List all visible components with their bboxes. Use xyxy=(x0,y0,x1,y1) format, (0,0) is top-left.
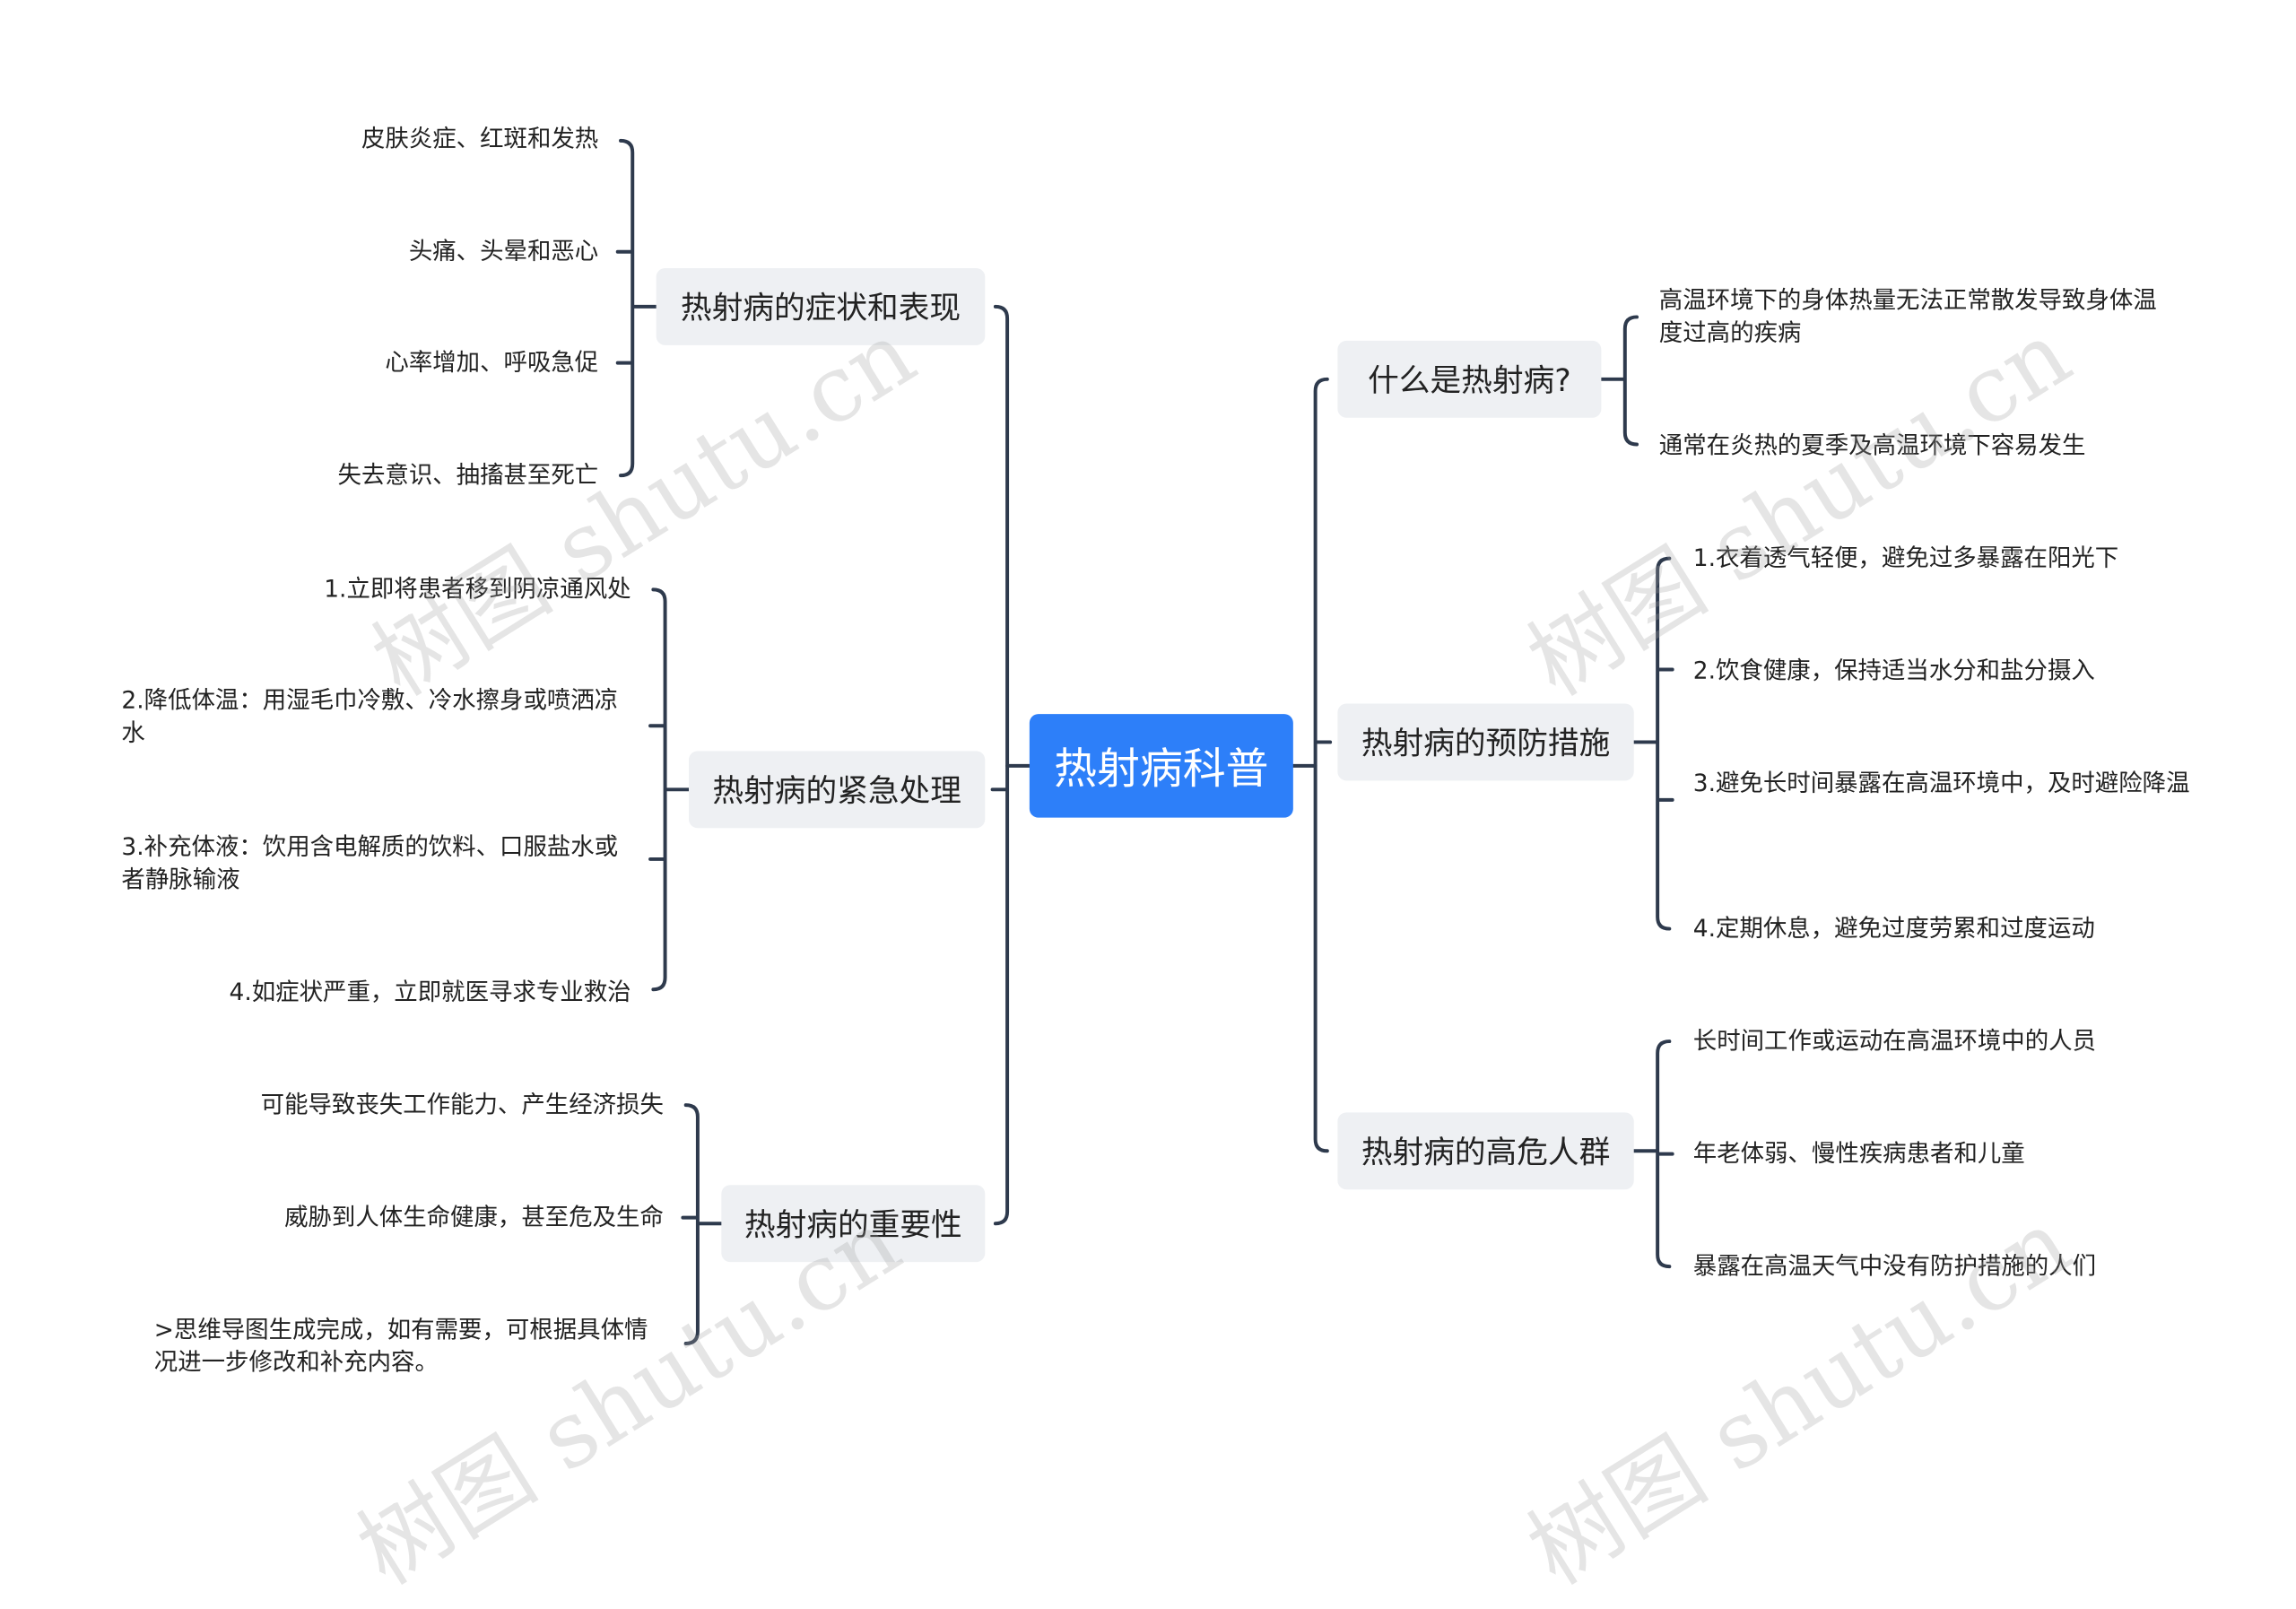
trunk-right xyxy=(1313,377,1333,1153)
leaf-symptom-3: 心率增加、呼吸急促 xyxy=(385,348,599,377)
branch-emergency[interactable]: 热射病的紧急处理 xyxy=(688,751,986,829)
leaf-highrisk-3: 暴露在高温天气中没有防护措施的人们 xyxy=(1692,1251,2097,1280)
bracket-symptoms xyxy=(615,138,635,478)
branch-symptoms[interactable]: 热射病的症状和表现 xyxy=(656,267,986,345)
branch-prevention[interactable]: 热射病的预防措施 xyxy=(1337,703,1634,781)
leaf-emergency-1: 1.立即将患者移到阴凉通风处 xyxy=(324,574,631,604)
leaf-highrisk-2: 年老体弱、慢性疾病患者和儿童 xyxy=(1692,1139,2025,1168)
bracket-emergency xyxy=(648,587,667,992)
leaf-whatis-2: 通常在炎热的夏季及高温环境下容易发生 xyxy=(1658,431,2086,459)
trunk-left xyxy=(990,304,1010,1226)
mind-map: 热射病科普 热射病的症状和表现 热射病的紧急处理 热射病的重要性 什么是热射病?… xyxy=(121,124,2190,1605)
leaf-importance-3: >思维导图生成完成，如有需要，可根据具体情况进一步修改和补充内容。 xyxy=(153,1315,648,1377)
leaf-emergency-2: 2.降低体温：用湿毛巾冷敷、冷水擦身或喷洒凉水 xyxy=(121,685,619,747)
leaf-prevention-2: 2.饮食健康，保持适当水分和盐分摄入 xyxy=(1692,656,2095,685)
bracket-highrisk xyxy=(1656,1039,1674,1269)
bracket-whatis xyxy=(1622,315,1639,447)
leaf-symptom-4: 失去意识、抽搐甚至死亡 xyxy=(337,460,599,490)
root-node[interactable]: 热射病科普 xyxy=(1029,714,1293,818)
connector-lines xyxy=(615,138,1674,1345)
leaf-highrisk-1: 长时间工作或运动在高温环境中的人员 xyxy=(1692,1026,2097,1055)
leaf-prevention-1: 1.衣着透气轻便，避免过多暴露在阳光下 xyxy=(1692,544,2119,572)
leaf-whatis-1: 高温环境下的身体热量无法正常散发导致身体温度过高的疾病 xyxy=(1658,285,2157,347)
branch-what-is[interactable]: 什么是热射病? xyxy=(1337,340,1602,418)
leaf-importance-2: 威胁到人体生命健康，甚至危及生命 xyxy=(284,1203,664,1231)
leaf-importance-1: 可能导致丧失工作能力、产生经济损失 xyxy=(260,1090,664,1118)
leaf-emergency-4: 4.如症状严重，立即就医寻求专业救治 xyxy=(229,978,631,1006)
branch-high-risk[interactable]: 热射病的高危人群 xyxy=(1337,1112,1634,1190)
leaf-symptom-1: 皮肤炎症、红斑和发热 xyxy=(361,124,599,153)
leaf-prevention-4: 4.定期休息，避免过度劳累和过度运动 xyxy=(1692,914,2095,943)
leaf-emergency-3: 3.补充体液：饮用含电解质的饮料、口服盐水或者静脉输液 xyxy=(121,832,619,893)
bracket-importance xyxy=(681,1103,700,1345)
leaf-prevention-3: 3.避免长时间暴露在高温环境中，及时避险降温 xyxy=(1692,769,2190,797)
bracket-prevention xyxy=(1656,556,1674,931)
leaf-symptom-2: 头痛、头晕和恶心 xyxy=(408,237,599,265)
branch-importance[interactable]: 热射病的重要性 xyxy=(721,1185,986,1263)
